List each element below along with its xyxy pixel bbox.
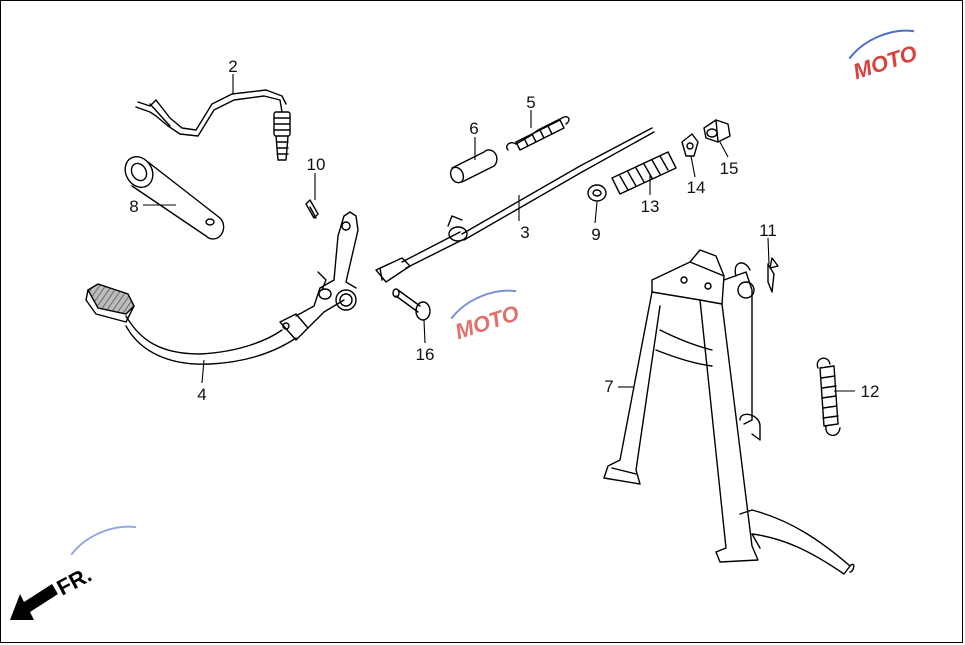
main-stand-part (603, 249, 855, 575)
joint-14 (681, 133, 699, 157)
label-11: 11 (759, 221, 777, 240)
washer-9 (587, 184, 607, 202)
label-3: 3 (520, 223, 529, 242)
stop-switch-part (135, 89, 291, 161)
label-13: 13 (641, 197, 660, 216)
pin-16 (392, 288, 431, 321)
leader-lines (143, 74, 855, 392)
front-label: FR. (53, 562, 96, 601)
spring-12 (816, 357, 841, 436)
front-arrow-icon (10, 584, 58, 620)
brake-rod-part (375, 127, 655, 283)
spring-13 (611, 151, 677, 195)
watermark-logo-center: MOTO (450, 289, 522, 344)
label-9: 9 (591, 225, 600, 244)
label-5: 5 (526, 93, 535, 112)
label-12: 12 (861, 382, 880, 401)
label-7: 7 (604, 377, 613, 396)
label-2: 2 (228, 57, 237, 76)
collar-6 (449, 149, 498, 184)
front-direction-indicator: FR. (10, 562, 96, 620)
label-10: 10 (307, 155, 326, 174)
label-8: 8 (129, 197, 138, 216)
cotter-pin-10 (305, 199, 319, 219)
spring-5 (506, 115, 570, 151)
nut-15 (703, 119, 731, 143)
label-16: 16 (416, 345, 435, 364)
label-15: 15 (720, 159, 739, 178)
watermark-logo-top-right: MOTO (848, 29, 920, 84)
cotter-pin-11 (767, 257, 779, 293)
label-4: 4 (197, 385, 206, 404)
label-14: 14 (687, 178, 706, 197)
pivot-shaft-part (124, 155, 225, 240)
brake-pedal-part (85, 211, 359, 365)
watermark-logo-bottom-left (70, 525, 137, 556)
label-6: 6 (469, 119, 478, 138)
part-labels: 2 3 4 5 6 7 8 9 10 11 12 13 14 15 16 (129, 57, 879, 404)
